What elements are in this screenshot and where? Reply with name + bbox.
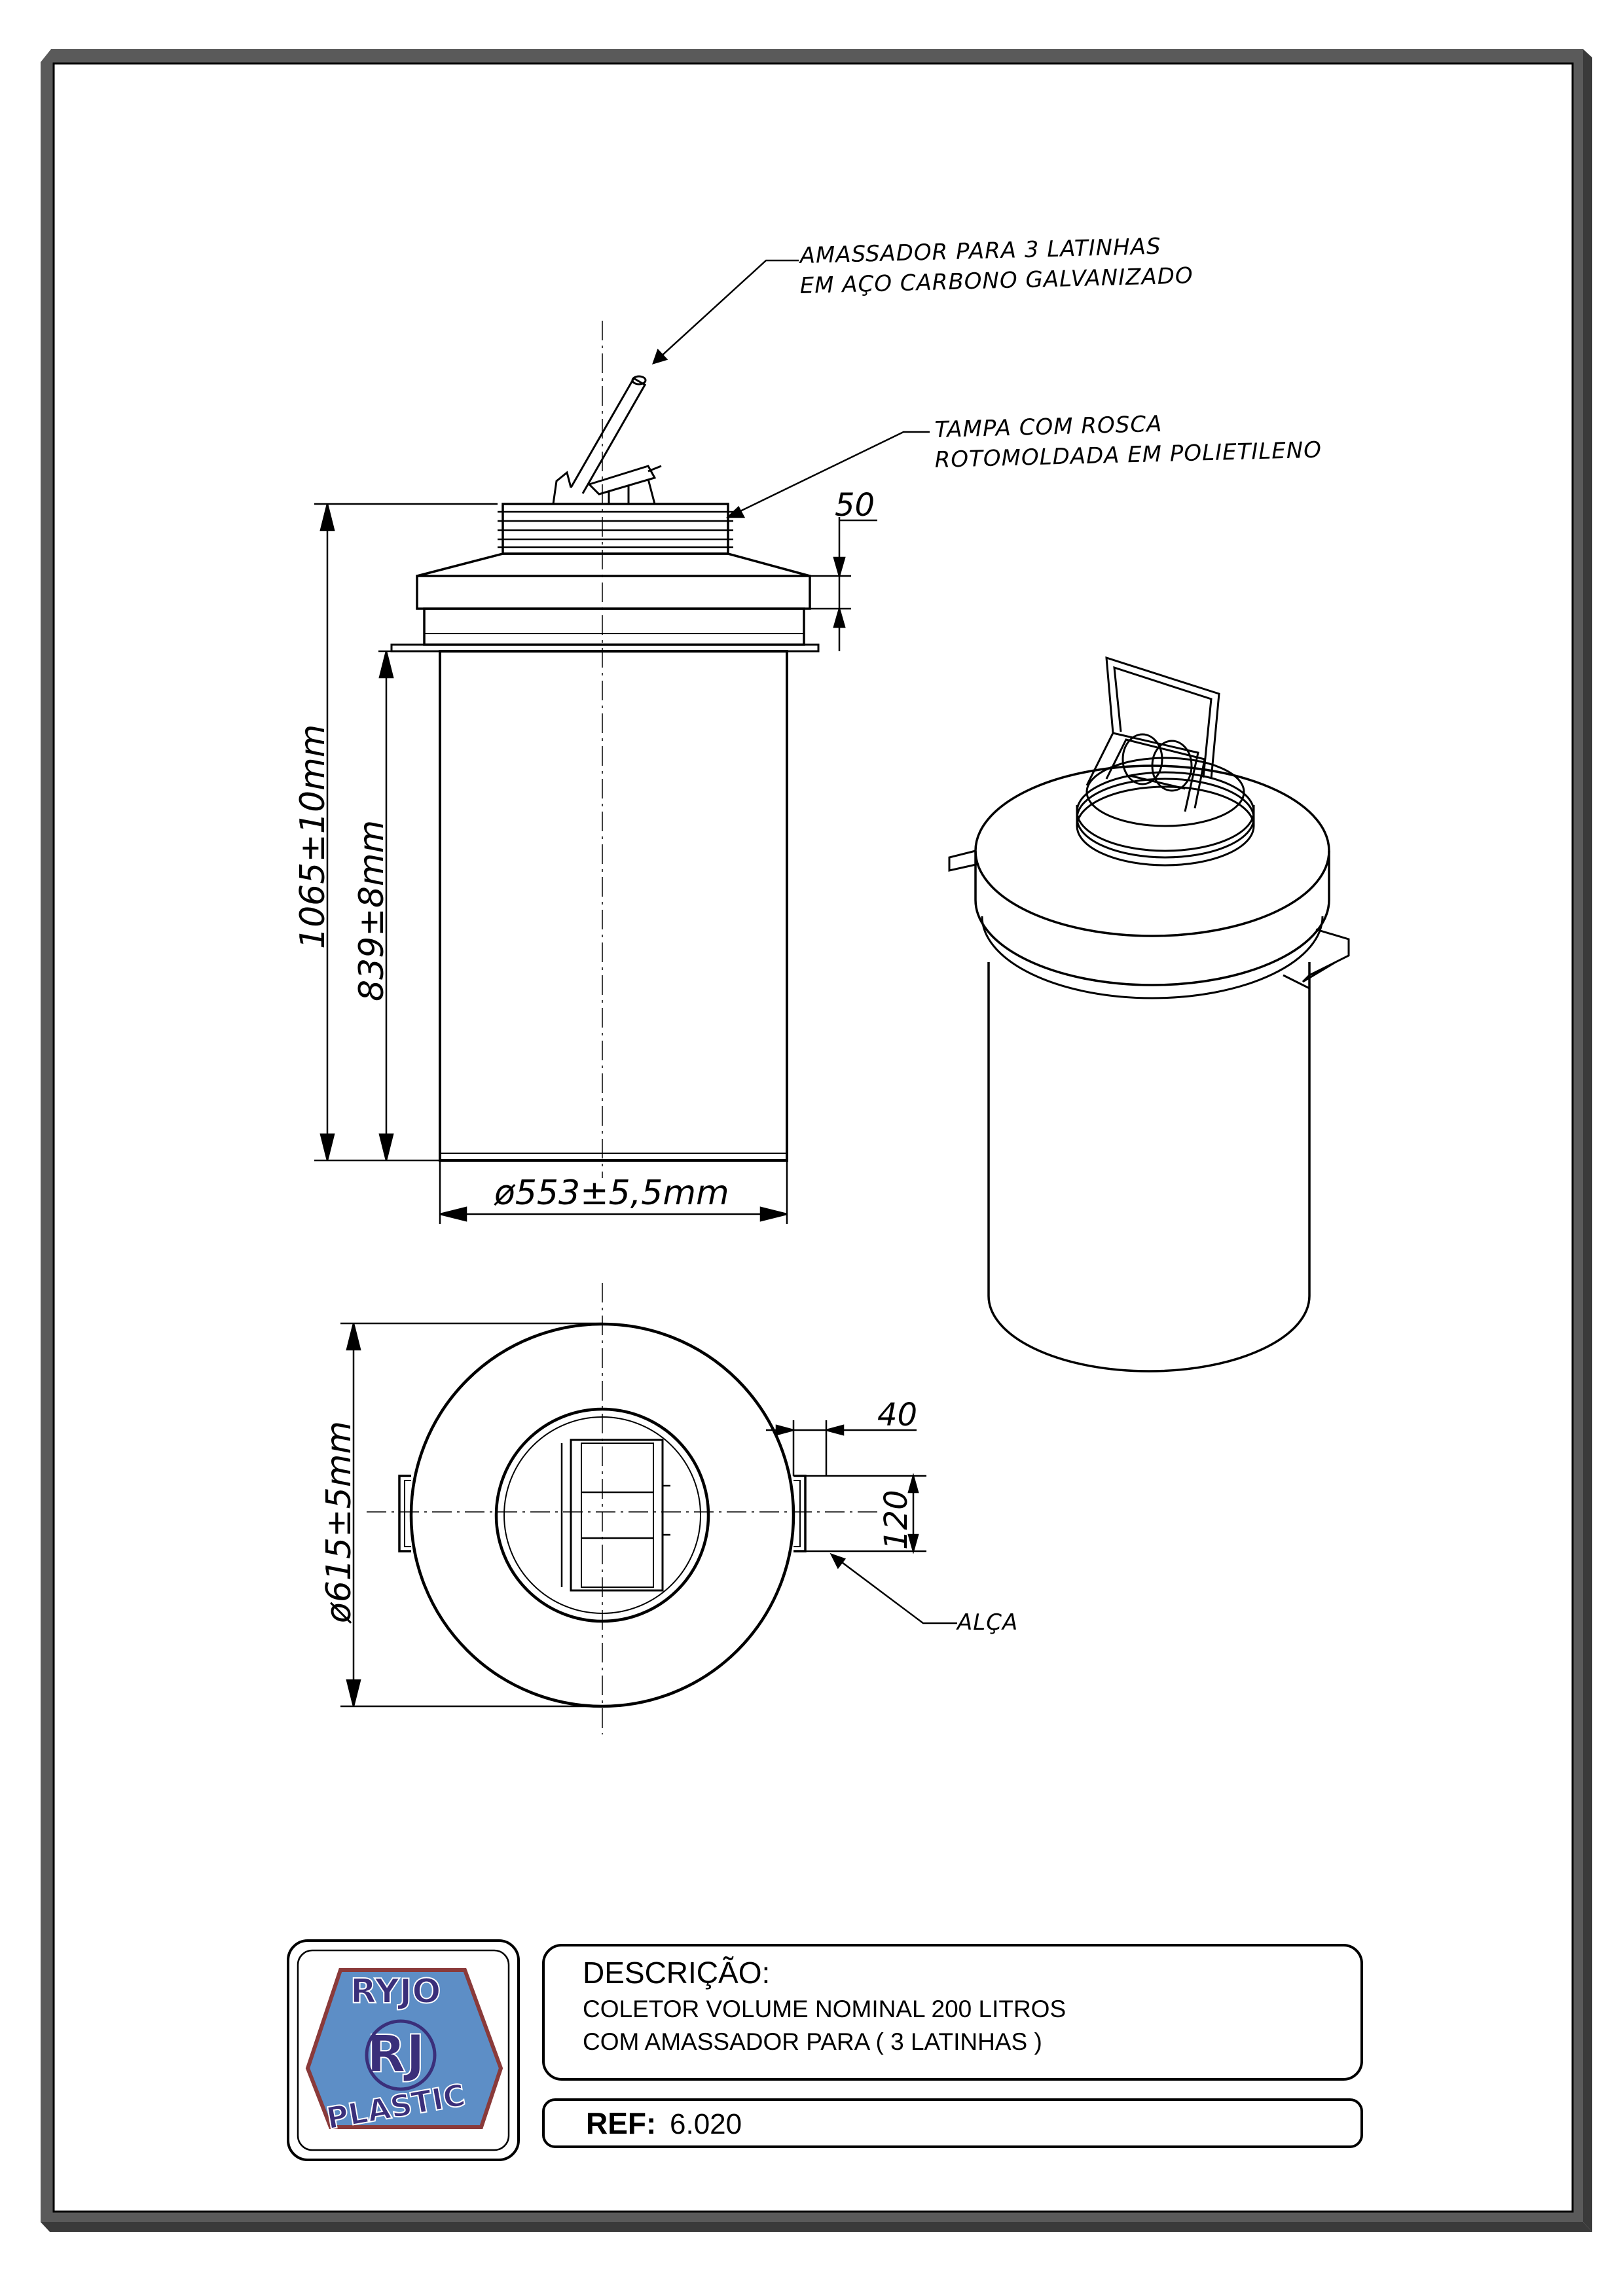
top-diameter-label: ø615±5mm xyxy=(319,1421,359,1624)
handle-note: ALÇA xyxy=(956,1609,1018,1636)
lid-rim-label: 50 xyxy=(835,487,875,524)
title-block xyxy=(542,1944,1363,2148)
logo-top-text: RYJO xyxy=(350,1972,441,2011)
isometric-view xyxy=(948,656,1350,1372)
body-diameter-label: ø553±5,5mm xyxy=(494,1174,729,1213)
handle-offset-label: 40 xyxy=(877,1397,917,1433)
description-label: DESCRIÇÃO: xyxy=(583,1956,770,1990)
crusher-lever-front xyxy=(552,375,662,505)
lid-note-line1: TAMPA COM ROSCA xyxy=(934,411,1163,443)
logo-monogram: RJ xyxy=(367,2025,425,2084)
front-dimensions xyxy=(314,503,877,1224)
ref-label: REF: xyxy=(586,2106,656,2140)
total-height-label: 1065±10mm xyxy=(293,725,333,949)
description-line2: COM AMASSADOR PARA ( 3 LATINHAS ) xyxy=(583,2028,1042,2055)
front-elevation-view xyxy=(390,321,820,1178)
top-dimensions xyxy=(340,1322,926,1708)
leader-lines xyxy=(652,259,957,1624)
company-logo: RYJO RJ PLASTIC xyxy=(287,1939,520,2161)
description-line1: COLETOR VOLUME NOMINAL 200 LITROS xyxy=(583,1996,1066,2022)
ref-value: 6.020 xyxy=(670,2108,742,2140)
sheet-frame xyxy=(41,49,1592,2232)
body-height-label: 839±8mm xyxy=(352,820,392,1001)
handle-width-label: 120 xyxy=(878,1490,915,1550)
